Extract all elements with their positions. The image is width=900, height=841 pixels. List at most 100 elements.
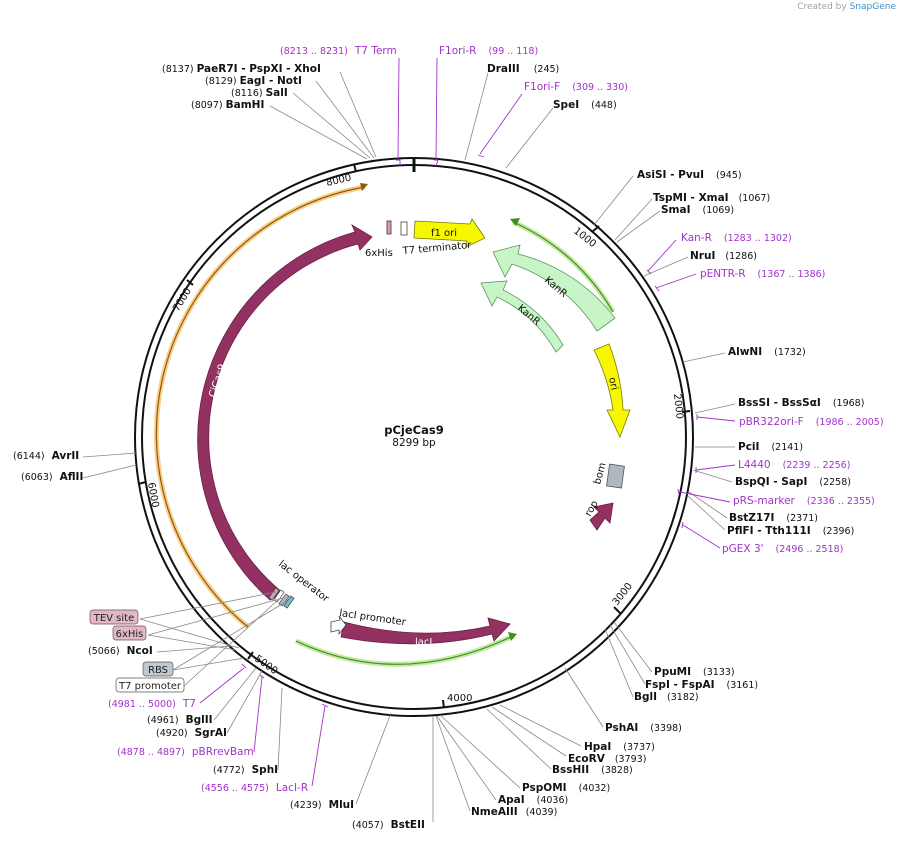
- primer-tick: [241, 663, 247, 669]
- primer-label: L4440(2239 .. 2256): [738, 459, 850, 471]
- laci-orf-arrowhead: [508, 632, 517, 641]
- enzyme-label: (8116) SalI: [231, 87, 288, 99]
- cjcas9-orf-arrowhead: [360, 183, 368, 191]
- primer-label: F1ori-F(309 .. 330): [524, 81, 628, 93]
- enzyme-label: NmeAIII(4039): [471, 806, 557, 818]
- leader-line: [213, 667, 257, 721]
- leader-line: [435, 715, 471, 812]
- enzyme-label: ApaI(4036): [498, 794, 568, 806]
- enzyme-label: (8137) PaeR7I - PspXI - XhoI: [162, 63, 321, 75]
- enzyme-label: BspQI - SapI(2258): [735, 476, 851, 488]
- leader-line: [505, 107, 554, 169]
- leader-line: [147, 634, 237, 651]
- leader-line: [616, 210, 661, 243]
- primer-tick: [434, 159, 439, 167]
- kanr-inner-feature-arrow: [480, 280, 564, 353]
- enzyme-label: (4920) SgrAI: [156, 727, 227, 739]
- leader-line: [499, 704, 582, 747]
- enzyme-label: EcoRV(3793): [568, 753, 646, 765]
- leader-line: [614, 198, 653, 241]
- primer-leader: [695, 464, 736, 471]
- primer-leader: [311, 705, 326, 787]
- enzyme-label: DraIII(245): [487, 63, 559, 75]
- leader-line: [564, 667, 604, 728]
- primer-label: pENTR-R(1367 .. 1386): [700, 268, 825, 280]
- t7-terminator-feature-box: [400, 221, 408, 236]
- enzyme-label: PspOMI(4032): [522, 782, 610, 794]
- kanr-orf-arrowhead: [510, 218, 520, 226]
- primer-leader: [682, 524, 721, 549]
- enzyme-label: PpuMI(3133): [654, 666, 735, 678]
- leader-line: [643, 256, 689, 277]
- leader-line: [694, 403, 736, 414]
- primer-leader: [679, 491, 731, 503]
- leader-line: [687, 495, 726, 531]
- enzyme-label: (8097) BamHI: [191, 99, 264, 111]
- enzyme-label: BssHII(3828): [552, 764, 633, 776]
- rop-feature-arrow: [589, 502, 614, 531]
- primer-label: pGEX 3'(2496 .. 2518): [722, 543, 843, 555]
- tick-4000-mark: [442, 699, 445, 709]
- kanr-orf-line: [512, 221, 614, 313]
- tick-7000-mark: [186, 279, 194, 286]
- leader-line: [491, 706, 567, 757]
- primer-label: F1ori-R(99 .. 118): [439, 45, 538, 57]
- enzyme-label: BssSI - BssSαI(1968): [738, 397, 864, 409]
- boxed-feature-labels: TEV site 6xHis RBS T7 promoter: [89, 609, 185, 693]
- primer-label: Kan-R(1283 .. 1302): [681, 232, 792, 244]
- primer-tick: [477, 154, 485, 158]
- tick-8000-label: 8000: [325, 172, 352, 188]
- tick-2000-label: 2000: [671, 393, 685, 419]
- enzyme-label: HpaI(3737): [584, 741, 655, 753]
- primer-tick: [321, 703, 329, 708]
- 6xhis-label-box: [112, 625, 147, 641]
- 6xhis-top-feature-box: [386, 220, 392, 235]
- enzyme-label: (4239) MluI: [290, 799, 354, 811]
- enzyme-label: (6063) AflII: [21, 471, 83, 483]
- tick-2000-mark: [681, 410, 691, 413]
- laci-feature-arrow: [340, 617, 511, 645]
- cjcas9-feature-arrow: [197, 224, 373, 601]
- primer-leader: [696, 416, 736, 422]
- primer-lines: [199, 57, 736, 787]
- primer-labels: (8213 .. 8231) T7 Term F1ori-R(99 .. 118…: [108, 45, 884, 794]
- primer-tick: [259, 674, 265, 679]
- leader-line: [172, 600, 288, 671]
- primer-leader: [479, 93, 523, 155]
- primer-label: (4556 .. 4575) LacI-R: [201, 782, 308, 794]
- primer-leader: [647, 239, 677, 272]
- enzyme-label: AlwNI(1732): [728, 346, 806, 358]
- leader-line: [82, 452, 137, 458]
- primer-tick: [654, 285, 660, 292]
- primer-leader: [199, 667, 245, 704]
- ori-feature-label: ori: [606, 376, 619, 391]
- primer-label: (4981 .. 5000) T7: [108, 698, 196, 710]
- leader-line: [139, 591, 277, 620]
- primer-label: pRS-marker(2336 .. 2355): [733, 495, 875, 507]
- primer-leader: [655, 273, 697, 289]
- leader-line: [139, 618, 240, 649]
- enzyme-label: PciI(2141): [738, 441, 803, 453]
- leader-line: [355, 712, 392, 805]
- leader-line: [147, 597, 284, 636]
- cjcas9-orf-arc: [153, 184, 366, 629]
- bom-feature-label: bom: [592, 461, 608, 485]
- leader-line: [183, 599, 279, 687]
- primer-tick: [396, 159, 401, 166]
- primer-tick: [677, 488, 680, 495]
- leader-line: [609, 624, 646, 685]
- rbs-label-box: [142, 661, 174, 677]
- leader-line: [82, 464, 137, 479]
- enzyme-label: PflFI - Tth111I(2396): [727, 525, 854, 537]
- leader-line: [277, 687, 283, 771]
- tev-site-label-box: [89, 609, 139, 625]
- enzyme-label: (8129) EagI - NotI: [205, 75, 302, 87]
- lac-operator-feature-box: [273, 589, 285, 603]
- kanr-outer-feature-arrow: [492, 244, 616, 332]
- laci-promoter-feature-arrow: [330, 615, 347, 636]
- primer-leader: [397, 57, 400, 161]
- enzyme-label: AsiSI - PvuI(945): [637, 169, 742, 181]
- enzyme-label: (4961) BglII: [147, 714, 213, 726]
- enzyme-label: PshAI(3398): [605, 722, 682, 734]
- enzyme-label: BglI(3182): [634, 691, 699, 703]
